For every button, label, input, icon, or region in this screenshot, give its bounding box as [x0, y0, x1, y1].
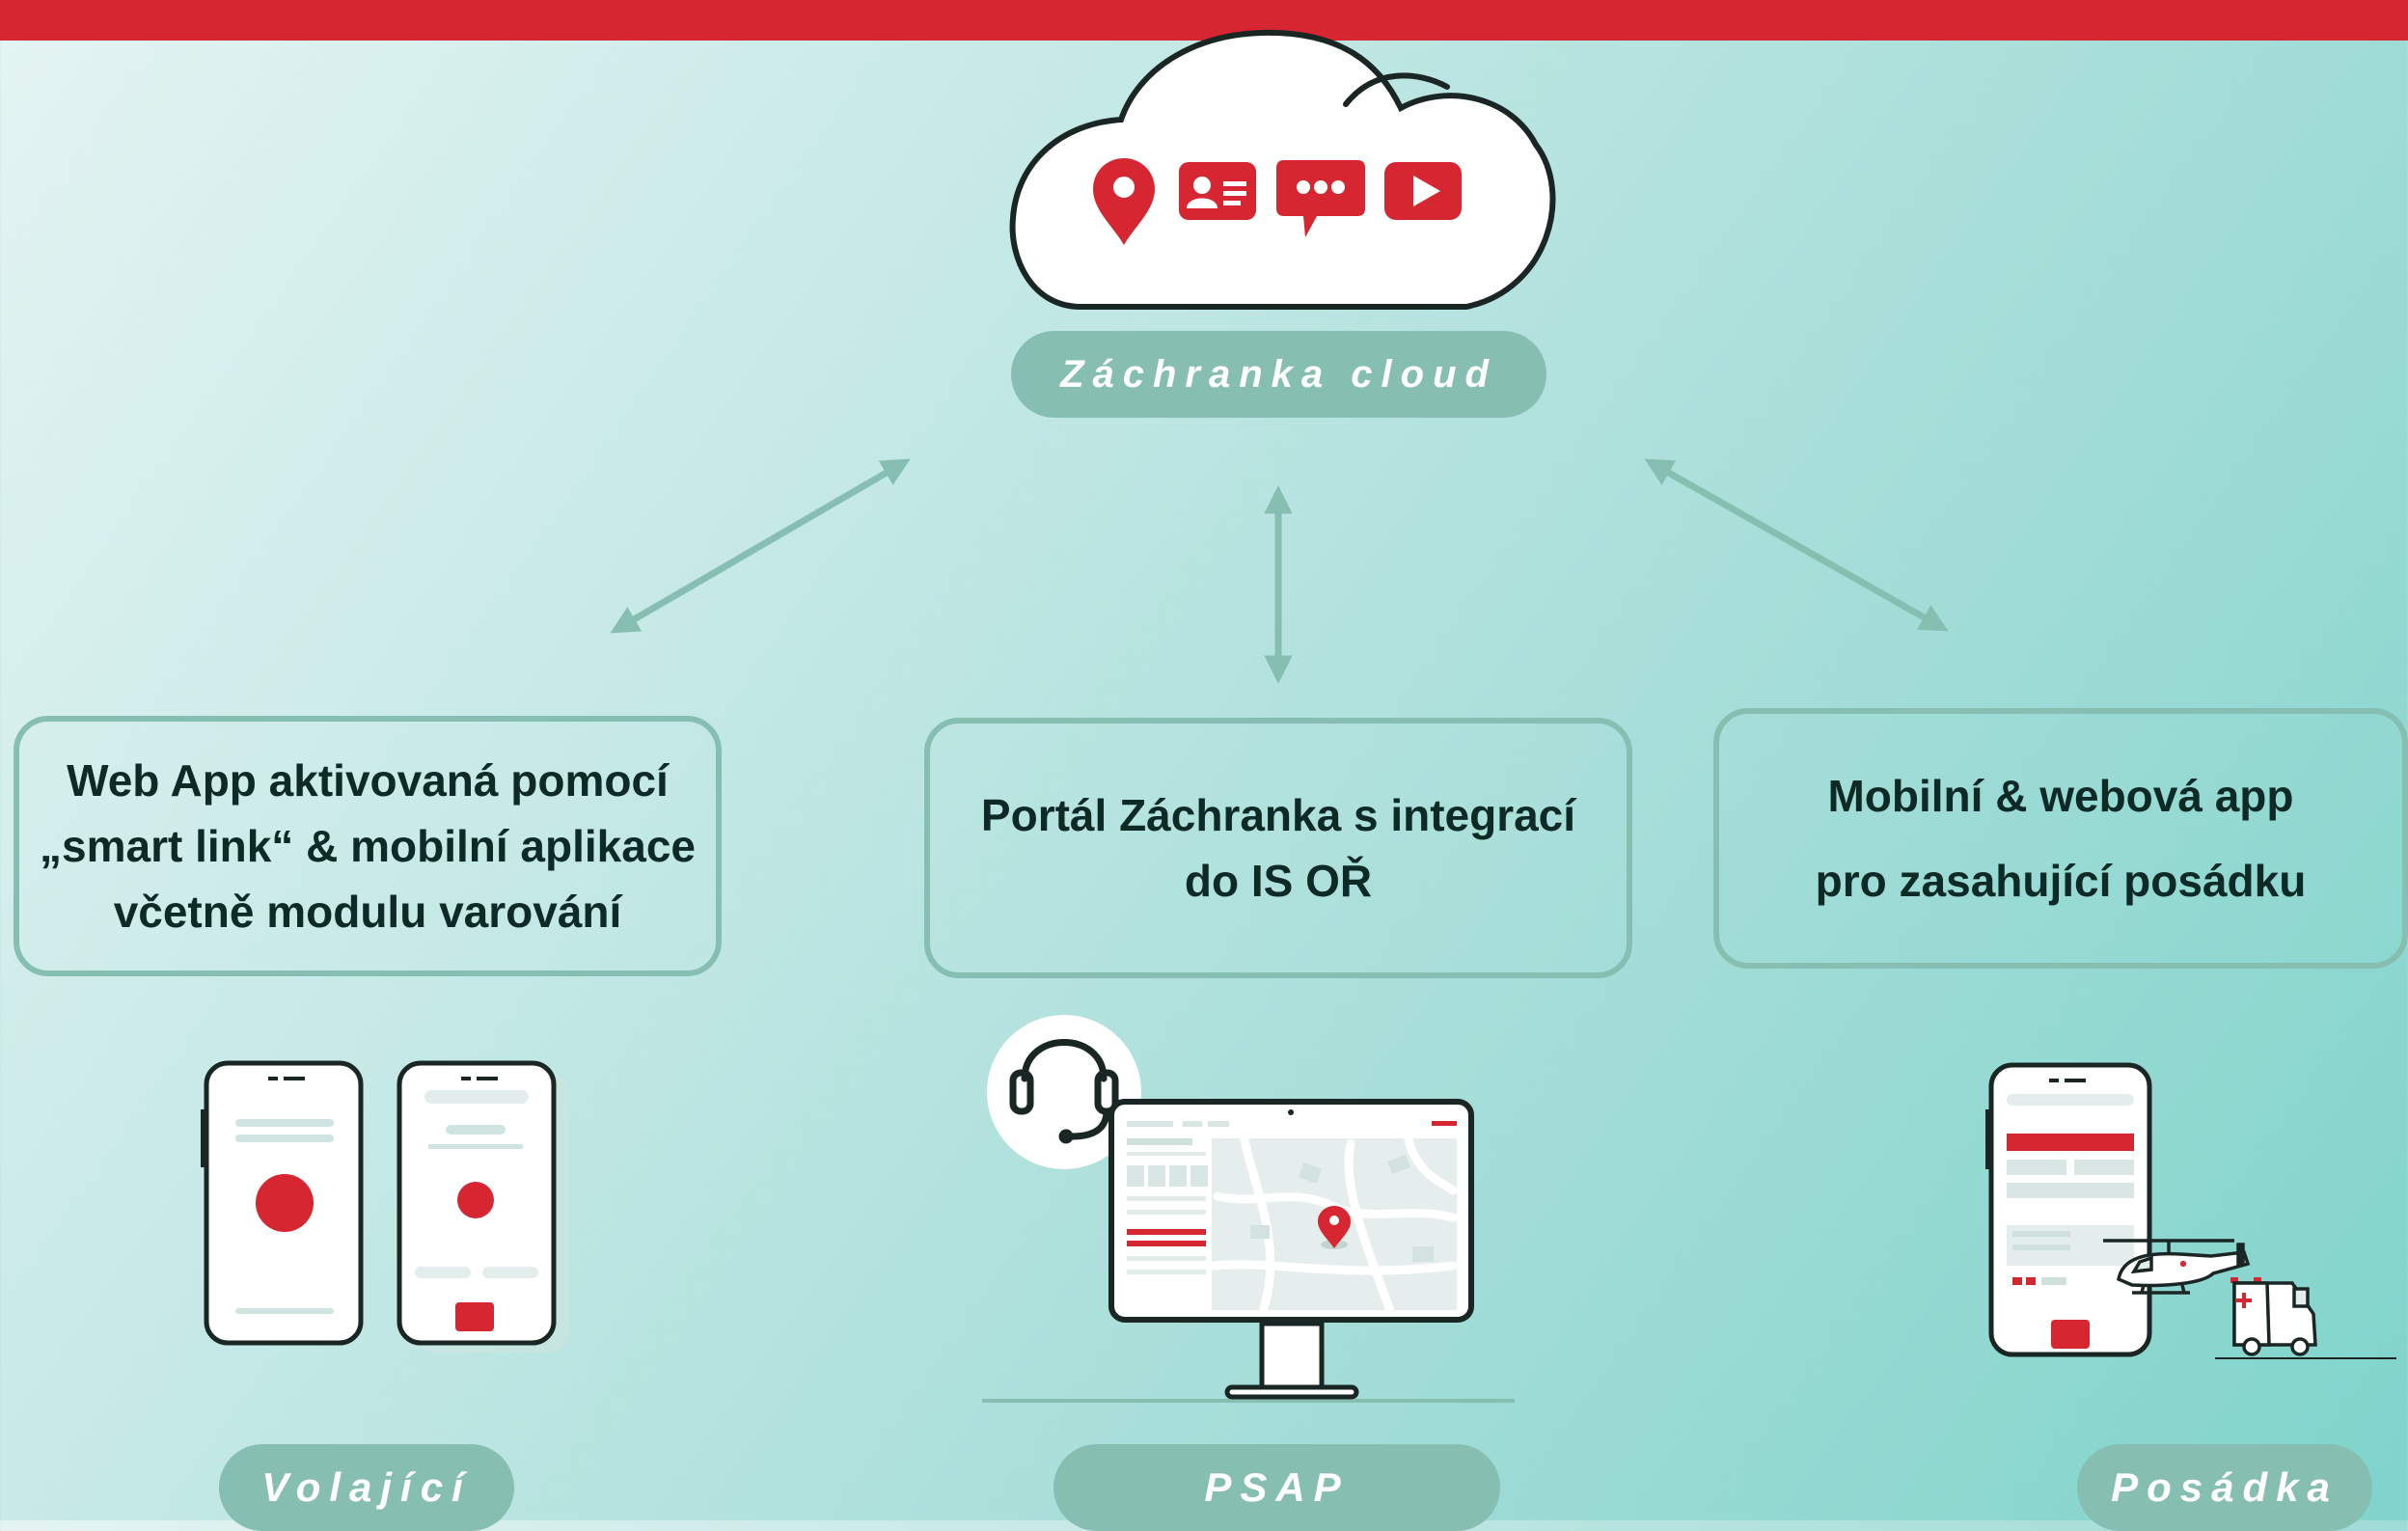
headset-icon	[1009, 1039, 1119, 1144]
psap-label: PSAP	[1054, 1444, 1500, 1531]
top-banner	[0, 0, 2408, 41]
ambulance-icon	[2215, 1277, 2396, 1359]
crew-app-box: Mobilní & webová app pro zasahující posá…	[1713, 708, 2408, 969]
crew-phone-illustration	[1985, 1062, 2152, 1357]
helicopter-icon	[2103, 1239, 2251, 1295]
caller-app-description: Web App aktivovaná pomocí „smart link“ &…	[40, 755, 696, 937]
chat-bubble-icon	[1276, 160, 1365, 237]
arrow-cloud-left	[610, 458, 911, 634]
caller-label: Volající	[219, 1444, 514, 1531]
location-pin-icon	[1093, 158, 1155, 245]
crew-app-description: Mobilní & webová app pro zasahující posá…	[1815, 771, 2307, 906]
psap-monitor-illustration	[982, 1015, 1515, 1403]
crew-label: Posádka	[2077, 1444, 2372, 1531]
arrow-cloud-right	[1644, 458, 1949, 632]
psap-portal-description: Portál Záchranka s integrací do IS OŘ	[980, 790, 1576, 906]
phone-illustration-right	[397, 1060, 569, 1353]
cloud-label: Záchranka cloud	[1011, 331, 1546, 418]
caller-app-box: Web App aktivovaná pomocí „smart link“ &…	[14, 716, 722, 976]
contact-card-icon	[1179, 162, 1256, 220]
psap-portal-box: Portál Záchranka s integrací do IS OŘ	[924, 718, 1632, 978]
video-play-icon	[1384, 162, 1462, 220]
phone-illustration-left	[201, 1060, 364, 1346]
